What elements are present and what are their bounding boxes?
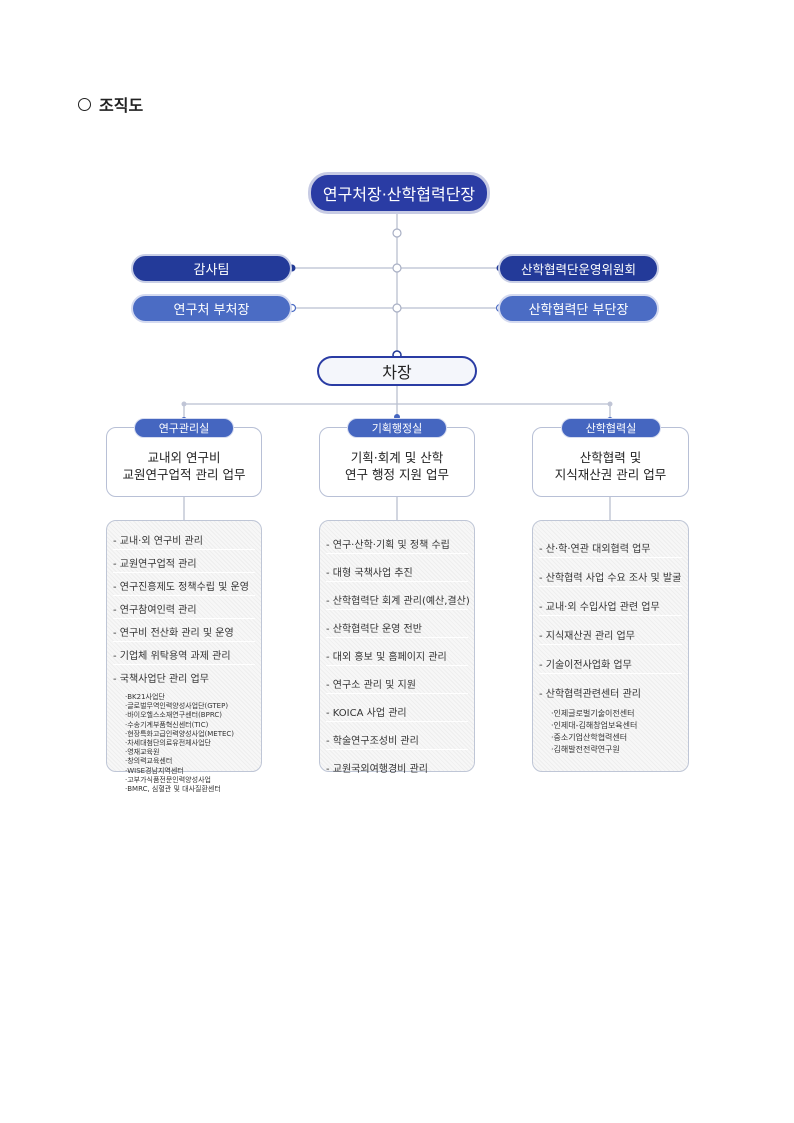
- sub-list: ·BK21사업단 ·글로벌무역인력양성사업단(GTEP) ·바이오헬스소재연구센…: [113, 693, 255, 794]
- department-desc-line: 기획·회계 및 산학: [350, 450, 444, 465]
- sub-list-item: ·현장특화고급인력양성사업(METEC): [125, 729, 235, 738]
- sub-list-item: ·BK21사업단: [125, 693, 165, 701]
- department-desc-line: 교원연구업적 관리 업무: [122, 467, 246, 482]
- list-item: - 지식재산권 관리 업무: [539, 624, 682, 645]
- list-item: - 산학협력관련센터 관리: [539, 689, 641, 700]
- sub-list-item: ·BMRC, 심혈관 및 대사질환센터: [125, 785, 221, 794]
- department-tag-planning: 기획행정실: [347, 418, 447, 438]
- connector-node: [392, 263, 402, 273]
- sub-list-item: ·고부가식품전문인력양성사업: [125, 775, 211, 784]
- sub-list-item: ·인제글로벌기술이전센터: [551, 709, 635, 718]
- list-item: - 연구·산학·기획 및 정책 수립: [326, 533, 468, 554]
- circle-bullet-icon: [78, 97, 91, 111]
- sub-list: ·인제글로벌기술이전센터 ·인제대-김해창업보육센터 ·중소기업산학협력센터 ·…: [539, 708, 682, 756]
- list-item: - 산·학·연관 대외협력 업무: [539, 537, 682, 558]
- list-item: - 국책사업단 관리 업무: [113, 674, 209, 685]
- department-tag-research: 연구관리실: [134, 418, 234, 438]
- sub-list-item: ·중소기업산학협력센터: [551, 733, 628, 742]
- list-item: - 산학협력단 운영 전반: [326, 617, 468, 638]
- sub-list-item: ·글로벌무역인력양성사업단(GTEP): [125, 702, 229, 711]
- list-item: - 교내·외 수입사업 관련 업무: [539, 595, 682, 616]
- deputy-node: 차장: [317, 356, 477, 386]
- list-item: - 교내·외 연구비 관리: [113, 529, 255, 550]
- department-desc-line: 연구 행정 지원 업무: [345, 467, 449, 482]
- committee-node: 산학협력단운영위원회: [498, 254, 659, 283]
- sub-list-item: ·영재교육원: [125, 748, 160, 757]
- list-item: - 기술이전사업화 업무: [539, 653, 682, 674]
- vice-director-node: 연구처 부처장: [131, 294, 292, 323]
- sub-list-item: ·창의력교육센터: [125, 757, 173, 766]
- department-box-industry: 산학협력 및 지식재산권 관리 업무: [532, 427, 689, 497]
- duty-list-industry: - 산·학·연관 대외협력 업무 - 산학협력 사업 수요 조사 및 발굴 - …: [532, 520, 689, 772]
- connector-dot: [607, 401, 613, 407]
- department-desc-line: 교내외 연구비: [147, 450, 221, 465]
- department-desc-line: 산학협력 및: [579, 450, 642, 465]
- list-item: - 연구비 전산화 관리 및 운영: [113, 621, 255, 642]
- connector-node: [392, 228, 402, 238]
- department-box-planning: 기획·회계 및 산학 연구 행정 지원 업무: [319, 427, 475, 497]
- sub-list-item: ·바이오헬스소재연구센터(BPRC): [125, 711, 222, 720]
- connector-dot: [181, 401, 187, 407]
- sub-list-item: ·WISE경남지역센터: [125, 766, 184, 775]
- page-title: 조직도: [78, 92, 143, 116]
- list-item: - 연구진흥제도 정책수립 및 운영: [113, 575, 255, 596]
- sub-list-item: ·인제대-김해창업보육센터: [551, 721, 638, 730]
- connector-node: [392, 303, 402, 313]
- list-item: - 연구소 관리 및 지원: [326, 673, 468, 694]
- list-item: - 대형 국책사업 추진: [326, 561, 468, 582]
- department-desc-line: 지식재산권 관리 업무: [554, 467, 667, 482]
- duty-list-planning: - 연구·산학·기획 및 정책 수립 - 대형 국책사업 추진 - 산학협력단 …: [319, 520, 475, 775]
- list-item: - 기업체 위탁용역 과제 관리: [113, 644, 255, 665]
- department-tag-industry: 산학협력실: [561, 418, 661, 438]
- list-item: - 교원연구업적 관리: [113, 552, 255, 573]
- list-item: - KOICA 사업 관리: [326, 701, 468, 722]
- top-node: 연구처장·산학협력단장: [308, 172, 490, 214]
- list-item: - 산학협력 사업 수요 조사 및 발굴: [539, 566, 682, 587]
- department-box-research: 교내외 연구비 교원연구업적 관리 업무: [106, 427, 262, 497]
- page-title-text: 조직도: [99, 96, 144, 115]
- sub-list-item: ·차세대첨단의료유전체사업단: [125, 739, 211, 748]
- list-item: - 학술연구조성비 관리: [326, 729, 468, 750]
- vice-head-node: 산학협력단 부단장: [498, 294, 659, 323]
- duty-list-research: - 교내·외 연구비 관리 - 교원연구업적 관리 - 연구진흥제도 정책수립 …: [106, 520, 262, 793]
- sub-list-item: ·수송기계부품혁신센터(TIC): [125, 720, 209, 729]
- audit-team-node: 감사팀: [131, 254, 292, 283]
- list-item: - 산학협력단 회계 관리(예산,결산): [326, 589, 470, 610]
- list-item: - 연구참여인력 관리: [113, 598, 255, 619]
- list-item: - 교원국외여행경비 관리: [326, 764, 428, 775]
- list-item: - 대외 홍보 및 홈페이지 관리: [326, 645, 468, 666]
- sub-list-item: ·김해발전전략연구원: [551, 745, 620, 754]
